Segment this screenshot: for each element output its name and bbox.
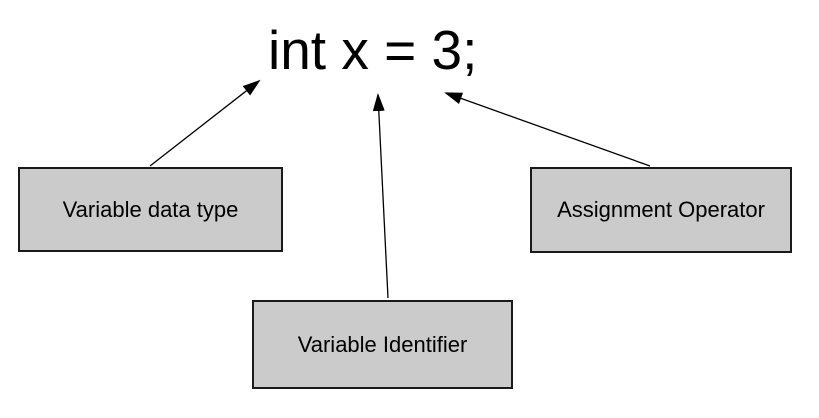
label-text-variable-data-type: Variable data type xyxy=(62,196,239,222)
label-text-variable-identifier: Variable Identifier xyxy=(297,331,468,357)
label-box-variable-identifier: Variable Identifier xyxy=(252,300,513,389)
arrow-assignment-to-equals xyxy=(444,92,651,167)
label-box-assignment-operator: Assignment Operator xyxy=(530,167,792,253)
label-text-assignment-operator: Assignment Operator xyxy=(557,197,765,222)
code-statement: int x = 3; xyxy=(268,19,478,81)
label-box-variable-data-type: Variable data type xyxy=(18,167,283,252)
arrow-identifier-to-x xyxy=(372,93,389,299)
arrow-data-type-to-int xyxy=(149,79,261,167)
